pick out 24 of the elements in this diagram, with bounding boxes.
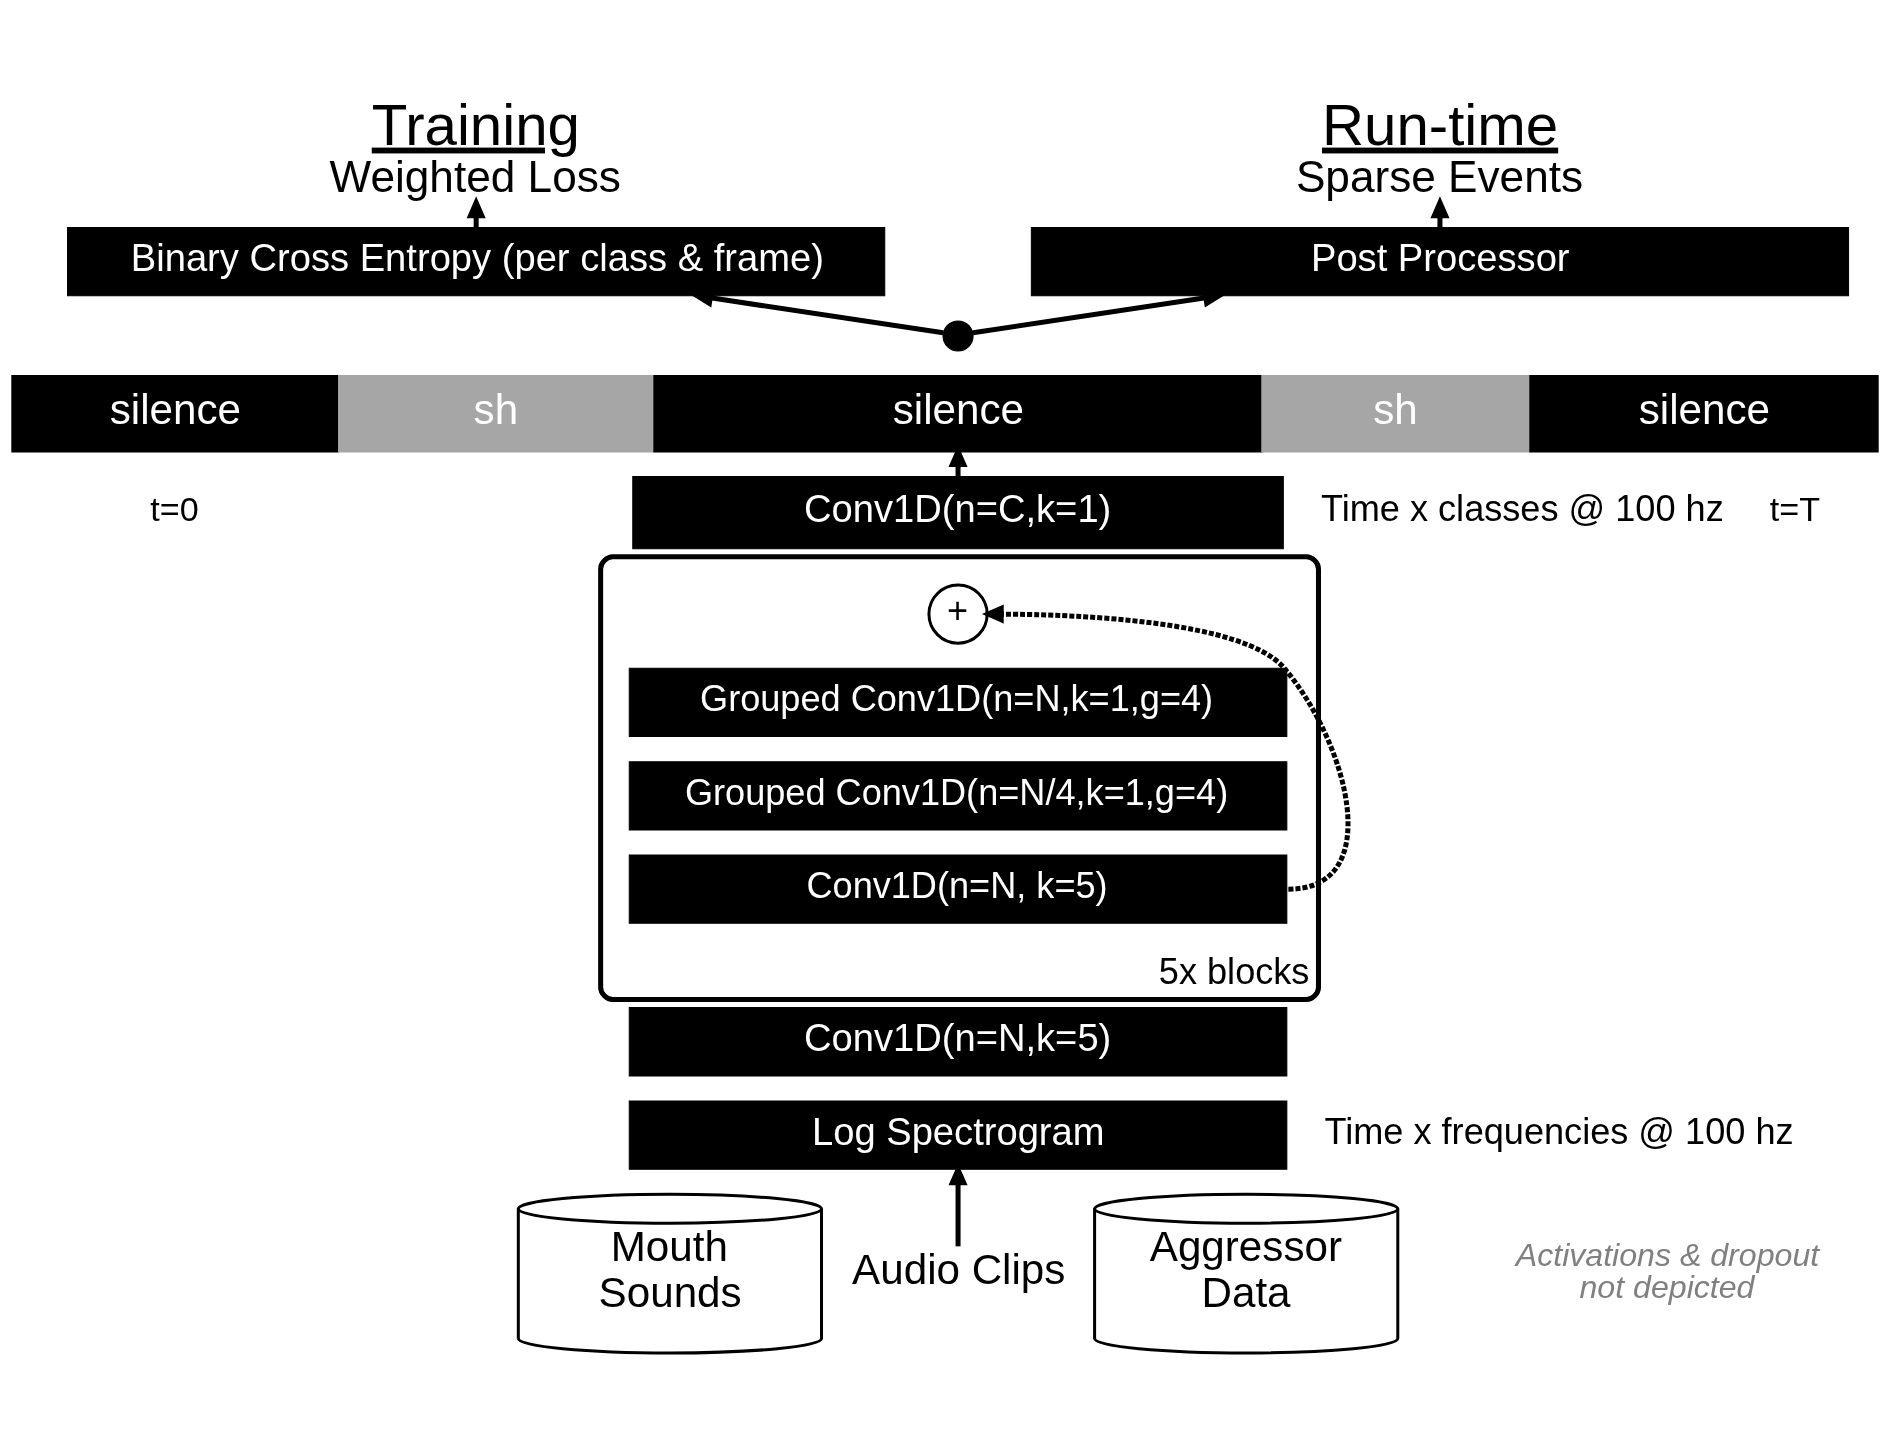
label: t=0 <box>150 489 199 528</box>
node-text: Training Weighted Loss <box>329 91 621 201</box>
node-circle: + <box>927 582 989 645</box>
node-label: Time x classes @ 100 hz <box>1320 487 1724 529</box>
label: t=T <box>1769 489 1821 528</box>
node-box: sh <box>1261 374 1531 452</box>
label: Activations & dropout not depicted <box>1515 1236 1820 1305</box>
node-box: Log Spectrogram <box>628 1100 1288 1170</box>
arrow <box>981 604 1351 892</box>
node-box: sh <box>338 374 655 452</box>
node-box: Conv1D(n=N, k=5) <box>628 854 1288 924</box>
node-box: Post Processor <box>1030 226 1850 296</box>
node-circle <box>942 319 974 351</box>
node-box: silence <box>11 374 339 452</box>
node-label: Time x frequencies @ 100 hz <box>1324 1110 1794 1152</box>
node-box: Binary Cross Entropy (per class & frame) <box>67 226 886 296</box>
node-text: Audio Clips <box>852 1245 1066 1293</box>
node-box: silence <box>1529 374 1879 452</box>
node-box: Conv1D(n=N,k=5) <box>628 1006 1288 1076</box>
node-box: Conv1D(n=C,k=1) <box>632 475 1284 549</box>
node-text: Run-time Sparse Events <box>1295 91 1584 201</box>
node-box: Grouped Conv1D(n=N,k=1,g=4) <box>628 667 1288 737</box>
node-box: silence <box>653 374 1263 452</box>
node-box: Grouped Conv1D(n=N/4,k=1,g=4) <box>628 760 1288 830</box>
